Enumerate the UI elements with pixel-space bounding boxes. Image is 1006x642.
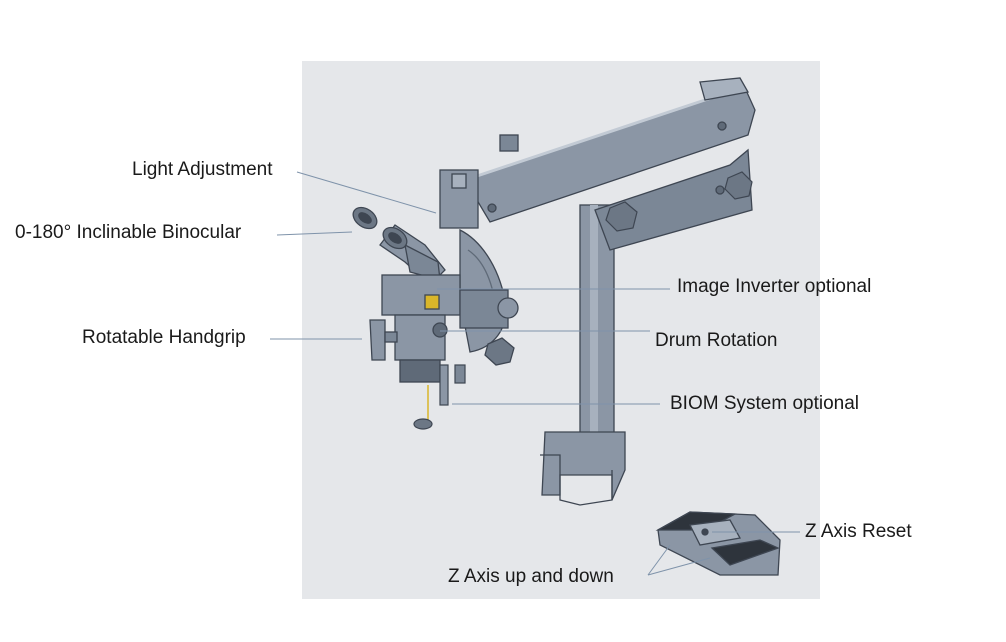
- leader-lines: [270, 171, 800, 576]
- label-biom: BIOM System optional: [670, 393, 860, 414]
- leader-light-adjustment: [296, 171, 437, 214]
- label-handgrip: Rotatable Handgrip: [82, 327, 246, 348]
- leader-z-axis-down: [647, 557, 711, 576]
- label-binocular: 0-180° Inclinable Binocular: [15, 222, 242, 243]
- leader-z-axis-up: [647, 544, 671, 576]
- leader-binocular: [276, 231, 353, 236]
- arm-knob-icon: [605, 171, 753, 232]
- label-drum-rotation: Drum Rotation: [655, 330, 778, 351]
- microscope-body-icon: [369, 274, 519, 383]
- biom-system-icon: [413, 364, 466, 430]
- label-z-axis-updown: Z Axis up and down: [448, 566, 614, 587]
- label-image-inverter: Image Inverter optional: [677, 276, 872, 297]
- label-z-axis-reset: Z Axis Reset: [805, 521, 912, 542]
- label-light-adjustment: Light Adjustment: [132, 159, 273, 180]
